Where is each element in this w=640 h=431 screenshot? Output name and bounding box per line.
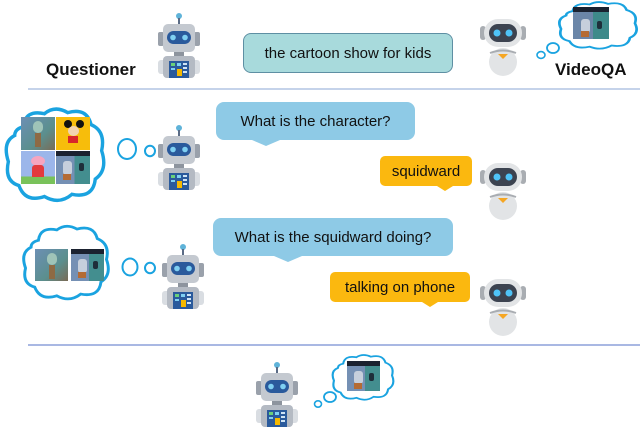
thumbnail-peppa-pig bbox=[21, 151, 55, 184]
questioner-label: Questioner bbox=[46, 60, 136, 79]
topic-text: the cartoon show for kids bbox=[264, 44, 432, 62]
thumbnail-squidward bbox=[21, 117, 55, 150]
thought-dot-icon bbox=[313, 399, 323, 409]
thought-dot-icon bbox=[144, 261, 156, 275]
questioner-thought-cloud-icon bbox=[2, 105, 108, 203]
bubble-tail bbox=[437, 186, 453, 191]
video-thumbnail bbox=[573, 7, 609, 39]
thought-dot-icon bbox=[323, 391, 337, 403]
videoqa-robot-icon bbox=[478, 16, 528, 76]
thought-dot-icon bbox=[144, 144, 156, 158]
answer-bubble: squidward bbox=[380, 156, 472, 186]
answer-bubble: talking on phone bbox=[330, 272, 470, 302]
thumbnail-squidward-phone bbox=[347, 361, 380, 391]
thought-dot-icon bbox=[117, 138, 137, 160]
bubble-tail bbox=[252, 140, 280, 146]
bubble-tail bbox=[422, 302, 438, 307]
question-bubble: What is the character? bbox=[216, 102, 415, 140]
questioner-robot-icon bbox=[158, 243, 208, 309]
videoqa-label: VideoQA bbox=[555, 60, 627, 79]
question-text: What is the character? bbox=[240, 112, 391, 130]
questioner-robot-icon bbox=[154, 12, 204, 78]
questioner-robot-icon bbox=[154, 124, 204, 190]
thumbnail-mickey-mouse bbox=[56, 117, 90, 150]
thumbnail-squidward-phone bbox=[56, 151, 90, 184]
thought-dot-icon bbox=[536, 50, 546, 60]
questioner-robot-icon bbox=[252, 361, 302, 427]
bubble-tail bbox=[274, 256, 302, 262]
videoqa-robot-icon bbox=[478, 276, 528, 336]
answer-text: talking on phone bbox=[344, 278, 456, 296]
answer-text: squidward bbox=[391, 162, 461, 180]
thought-dot-icon bbox=[546, 42, 560, 54]
question-bubble: What is the squidward doing? bbox=[213, 218, 453, 256]
question-text: What is the squidward doing? bbox=[234, 228, 432, 246]
divider bbox=[28, 88, 640, 90]
divider bbox=[28, 344, 640, 346]
thumbnail-squidward-phone bbox=[71, 249, 104, 281]
videoqa-robot-icon bbox=[478, 160, 528, 220]
topic-bubble: the cartoon show for kids bbox=[243, 33, 453, 73]
thumbnail-squidward bbox=[35, 249, 68, 281]
thought-dot-icon bbox=[121, 257, 139, 277]
